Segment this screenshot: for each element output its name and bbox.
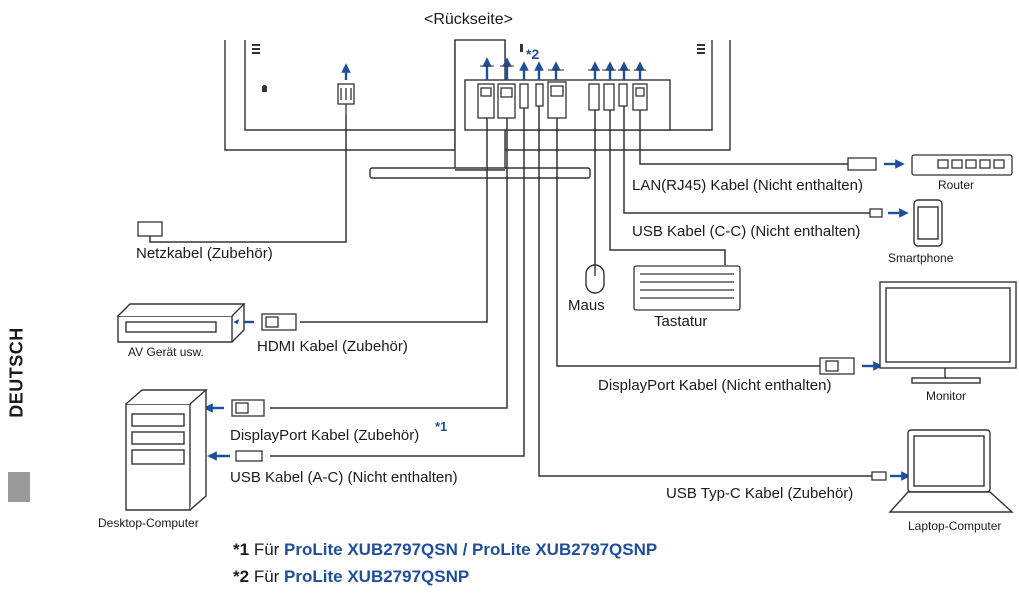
mouse-icon — [585, 264, 605, 294]
label-usb-typec: USB Typ-C Kabel (Zubehör) — [666, 485, 854, 502]
page-title: <Rückseite> — [424, 11, 513, 28]
laptop-icon — [888, 429, 1014, 513]
keyboard-icon — [633, 265, 741, 311]
dp-accessory-cable — [270, 118, 508, 409]
device-arrows — [203, 159, 911, 481]
keyboard-cable — [609, 110, 726, 265]
label-av-device: AV Gerät usw. — [128, 345, 204, 359]
label-router: Router — [938, 178, 975, 192]
label-smartphone: Smartphone — [888, 251, 954, 265]
label-usb-cc: USB Kabel (C-C) (Nicht enthalten) — [632, 223, 861, 240]
power-connector — [337, 83, 355, 115]
port-arrows — [341, 57, 645, 80]
footnote-2-prefix: Für — [253, 567, 280, 586]
language-tab-bar — [8, 472, 30, 502]
monitor-icon — [879, 281, 1017, 384]
footnote-2: *2 Für ProLite XUB2797QSNP — [233, 568, 469, 585]
usb-typec-cable — [538, 106, 872, 477]
footnote-1-prefix: Für — [253, 540, 280, 559]
language-tab: DEUTSCH — [6, 300, 30, 502]
desktop-computer-icon — [125, 389, 208, 511]
label-lan: LAN(RJ45) Kabel (Nicht enthalten) — [632, 177, 863, 194]
label-maus: Maus — [568, 297, 605, 314]
port-footnote-mark: *2 — [526, 46, 540, 62]
vent-marks — [252, 44, 705, 54]
footnote-1-models: ProLite XUB2797QSN / ProLite XUB2797QSNP — [284, 540, 658, 559]
label-hdmi: HDMI Kabel (Zubehör) — [257, 338, 408, 355]
label-desktop: Desktop-Computer — [98, 516, 199, 530]
footnote-1-mark: *1 — [233, 540, 250, 559]
footnote-1: *1 Für ProLite XUB2797QSN / ProLite XUB2… — [233, 541, 657, 558]
label-usb-ac: USB Kabel (A-C) (Nicht enthalten) — [230, 469, 458, 486]
lan-cable — [639, 110, 848, 165]
footnote-2-models: ProLite XUB2797QSNP — [284, 567, 470, 586]
cables — [149, 106, 872, 477]
hdmi-cable — [300, 118, 488, 323]
usb-ac-cable — [270, 108, 525, 457]
label-laptop: Laptop-Computer — [908, 519, 1002, 533]
label-dp-not-included: DisplayPort Kabel (Nicht enthalten) — [598, 377, 832, 394]
av-device-icon — [117, 303, 246, 343]
label-netzkabel: Netzkabel (Zubehör) — [136, 245, 273, 262]
dp-footnote-mark: *1 — [435, 419, 448, 434]
dp-not-included-cable — [556, 118, 820, 367]
router-icon — [911, 154, 1013, 176]
label-tastatur: Tastatur — [654, 313, 708, 330]
usb-cc-cable — [623, 106, 870, 214]
language-label: DEUTSCH — [6, 327, 27, 418]
label-monitor: Monitor — [926, 389, 967, 403]
port-connectors — [477, 81, 648, 119]
power-cable — [149, 115, 347, 243]
label-dp-accessory: DisplayPort Kabel (Zubehör) — [230, 427, 420, 444]
smartphone-icon — [913, 199, 943, 247]
port-marker-lines — [480, 65, 646, 71]
footnote-2-mark: *2 — [233, 567, 250, 586]
cable-plugs — [137, 157, 887, 481]
lock-icon — [262, 84, 267, 92]
